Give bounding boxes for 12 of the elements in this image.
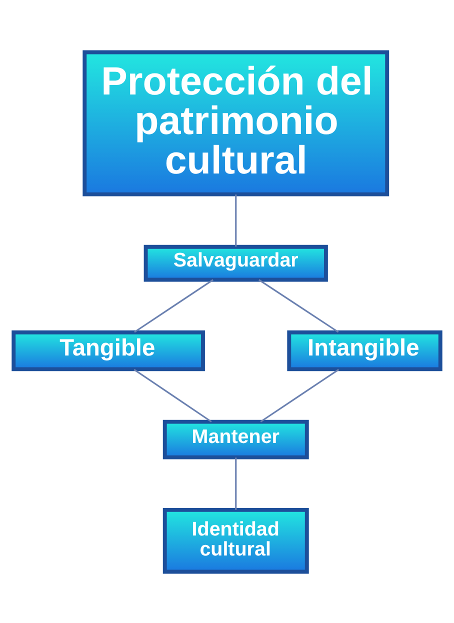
node-box: Identidad cultural xyxy=(162,507,309,574)
connector xyxy=(134,278,214,332)
node-box: Salvaguardar xyxy=(144,244,328,282)
node-box: Mantener xyxy=(162,419,309,459)
connector xyxy=(260,368,340,422)
connector xyxy=(134,368,212,422)
node-box: Intangible xyxy=(287,330,442,371)
connector xyxy=(235,457,237,510)
connector xyxy=(235,194,237,246)
node-box: Protección del patrimonio cultural xyxy=(82,50,390,196)
connector xyxy=(258,278,339,332)
node-box: Tangible xyxy=(12,330,205,371)
